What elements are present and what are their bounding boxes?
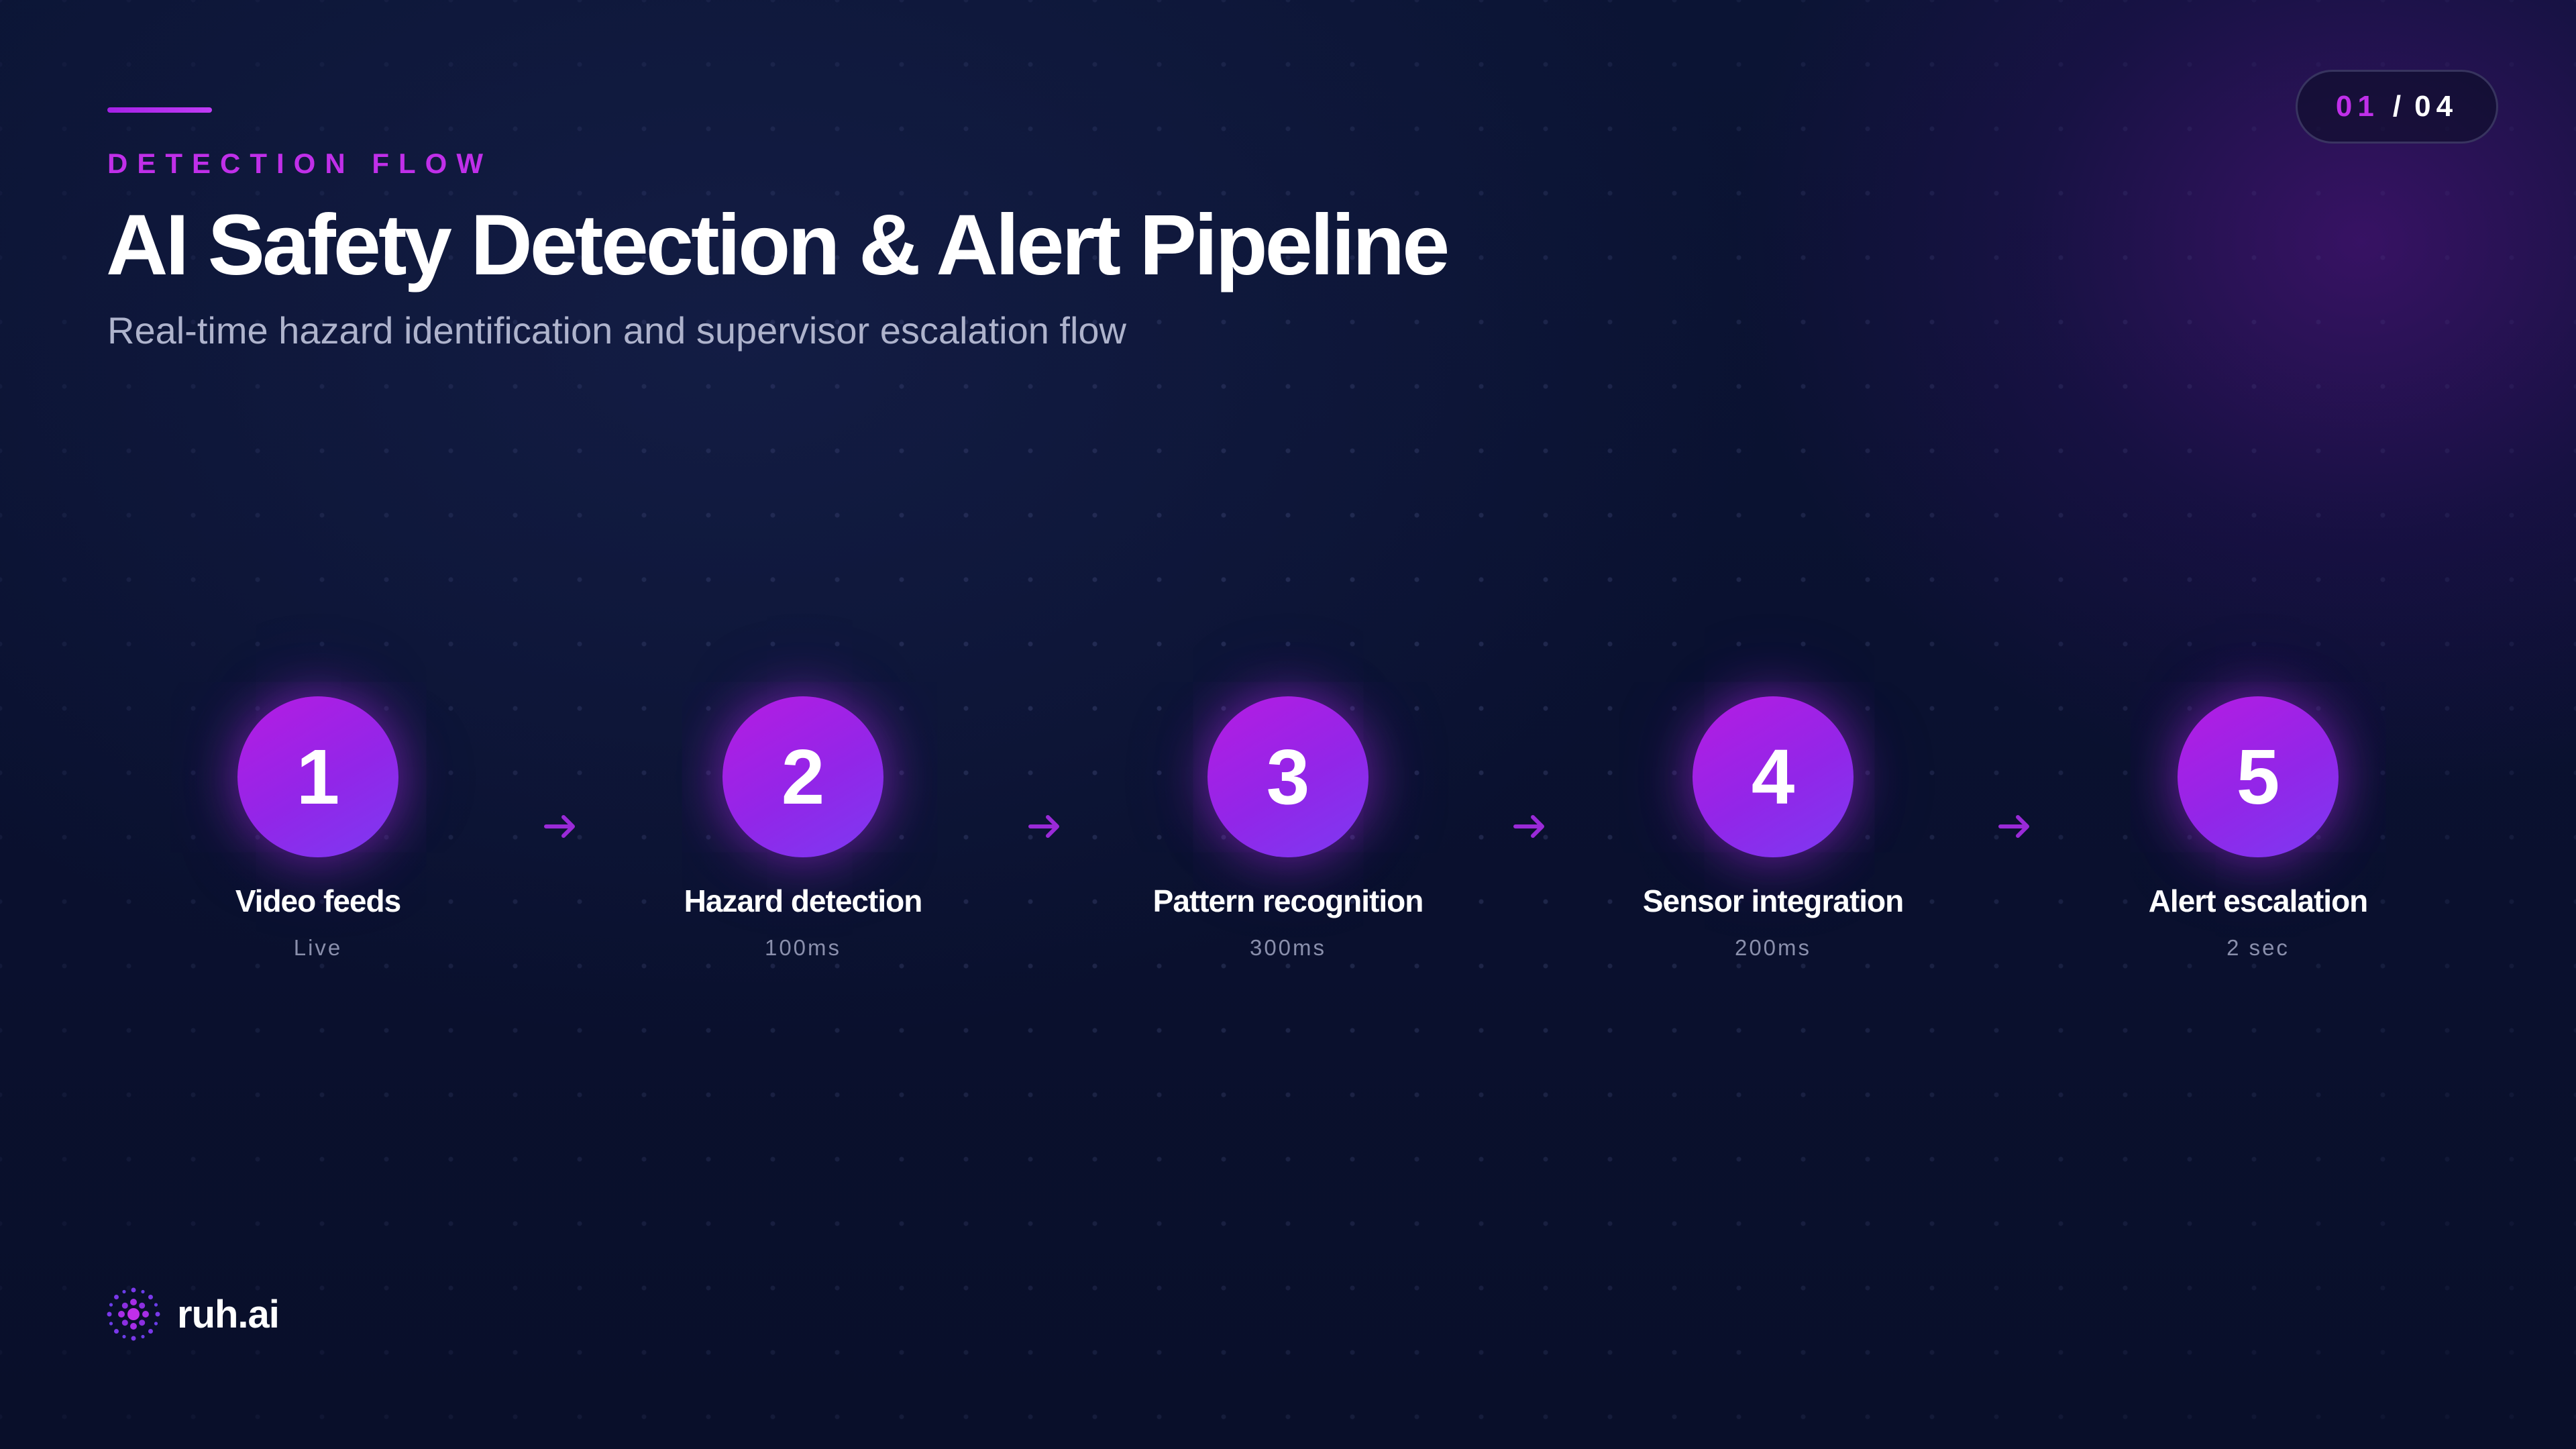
step-latency: 100ms: [764, 935, 842, 960]
step-number-badge: 5: [2178, 696, 2339, 857]
page-subtitle: Real-time hazard identification and supe…: [107, 309, 1126, 352]
page-current: 01: [2335, 90, 2379, 123]
step-number-badge: 4: [1693, 696, 1854, 857]
arrow-right-icon: [1028, 815, 1059, 838]
accent-bar: [107, 107, 212, 113]
page-total: 04: [2414, 90, 2459, 123]
page-title: AI Safety Detection & Alert Pipeline: [106, 197, 1450, 293]
arrow-right-icon: [1998, 815, 2029, 838]
page-separator: /: [2392, 90, 2402, 123]
step-latency: 2 sec: [2226, 935, 2290, 960]
dotted-circle-logo-icon: [107, 1287, 160, 1341]
arrow-right-icon: [1513, 815, 1544, 838]
step-label: Alert escalation: [2148, 883, 2369, 918]
step-number-badge: 3: [1208, 696, 1368, 857]
pipeline-step-hazard-detection: 2 Hazard detection 100ms: [615, 696, 991, 961]
page-indicator: 01 / 04: [2296, 70, 2498, 144]
arrow-right-icon: [544, 815, 575, 838]
brand-name: ruh.ai: [177, 1292, 280, 1336]
pipeline-step-sensor-integration: 4 Sensor integration 200ms: [1585, 696, 1961, 961]
pipeline-step-pattern-recognition: 3 Pattern recognition 300ms: [1100, 696, 1476, 961]
brand: ruh.ai: [105, 1285, 280, 1343]
pipeline-step-video-feeds: 1 Video feeds Live: [130, 696, 506, 961]
step-label: Pattern recognition: [1152, 883, 1424, 918]
step-latency: 300ms: [1249, 935, 1327, 960]
step-latency: Live: [293, 935, 343, 960]
step-number-badge: 1: [237, 696, 398, 857]
step-latency: 200ms: [1734, 935, 1812, 960]
pipeline-step-alert-escalation: 5 Alert escalation 2 sec: [2070, 696, 2446, 961]
step-label: Sensor integration: [1642, 883, 1904, 918]
step-label: Video feeds: [235, 883, 401, 918]
step-label: Hazard detection: [684, 883, 923, 918]
step-number-badge: 2: [722, 696, 883, 857]
section-eyebrow: DETECTION FLOW: [107, 148, 492, 179]
